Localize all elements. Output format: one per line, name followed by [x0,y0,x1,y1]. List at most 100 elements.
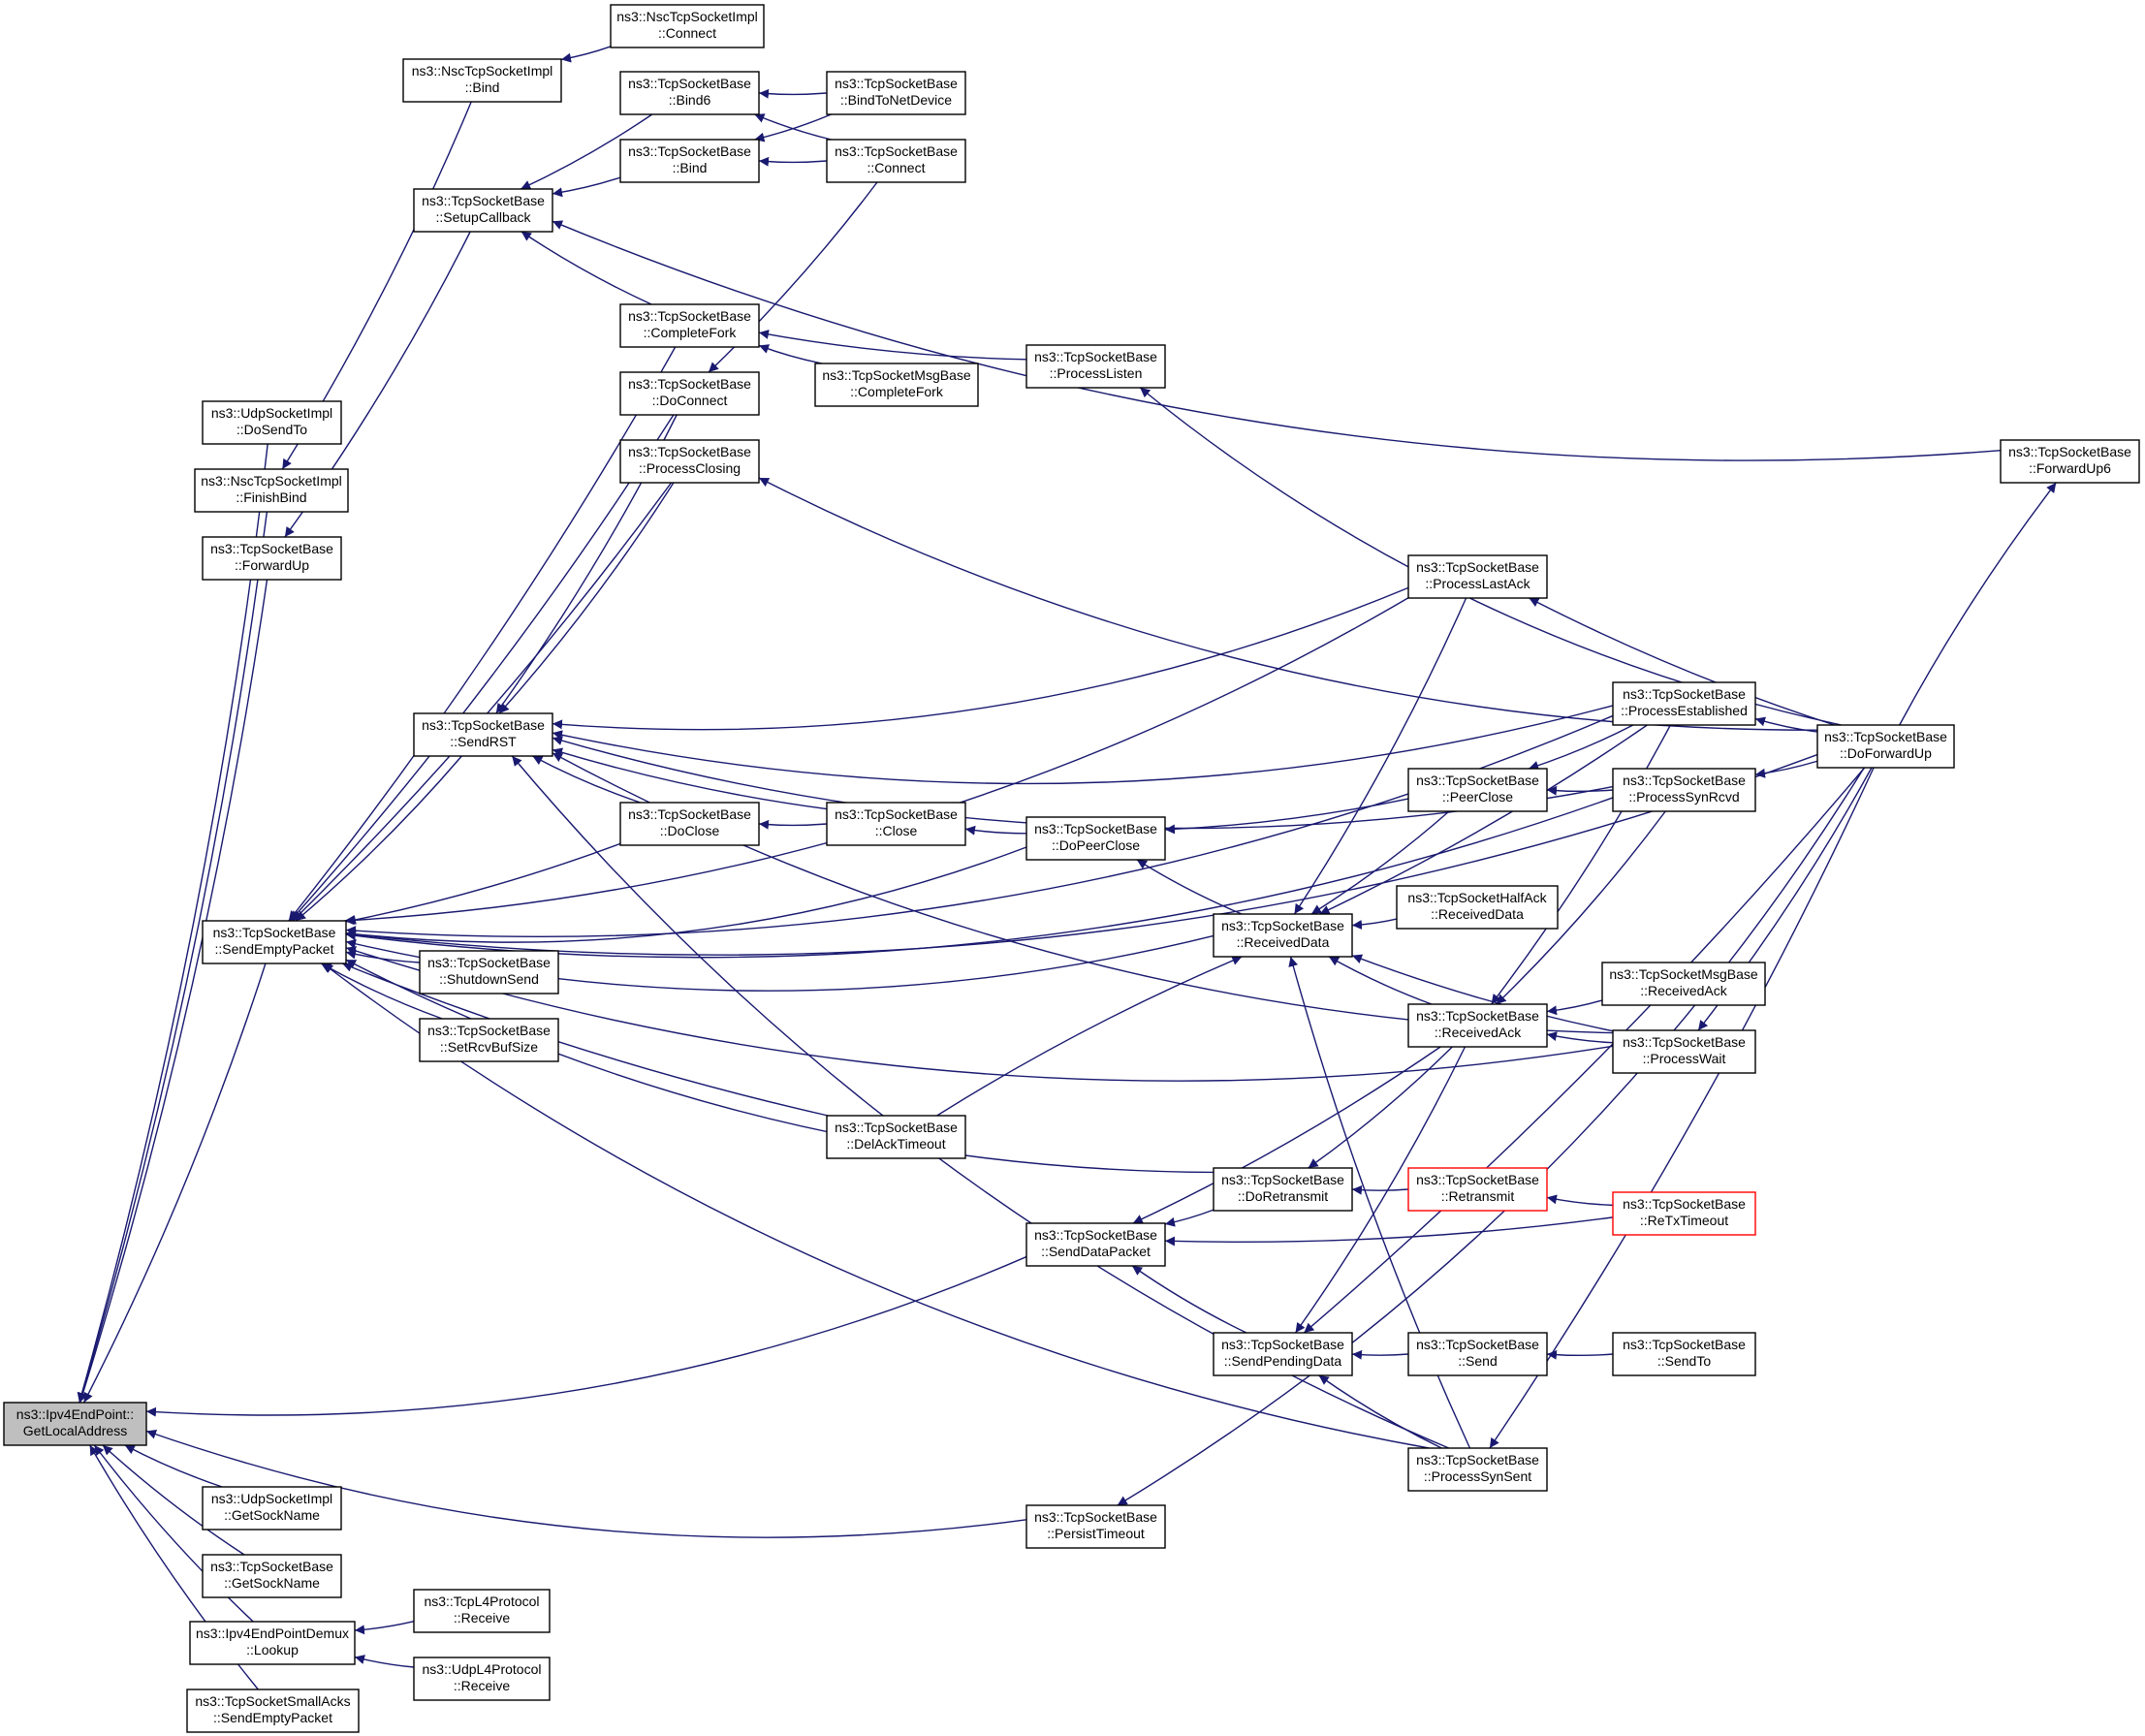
node-tcp_doconnect[interactable]: ns3::TcpSocketBase::DoConnect [619,371,760,416]
node-label-line: ns3::TcpSocketBase [1221,1337,1344,1352]
node-nsc_finishbind[interactable]: ns3::NscTcpSocketImpl::FinishBind [194,468,349,513]
node-smallacks_sendempty[interactable]: ns3::TcpSocketSmallAcks::SendEmptyPacket [186,1689,360,1733]
edge-tcp_bindtonetdev-to-tcp_bind [754,113,832,142]
node-tcp_processlastack[interactable]: ns3::TcpSocketBase::ProcessLastAck [1407,554,1548,599]
node-label-line: ::ProcessSynRcvd [1628,789,1739,805]
node-tcp_processsynrcvd[interactable]: ns3::TcpSocketBase::ProcessSynRcvd [1612,768,1756,812]
node-tcp_connect[interactable]: ns3::TcpSocketBase::Connect [826,139,966,183]
node-label-line: ns3::TcpSocketBase [1221,918,1344,933]
node-nsc_connect[interactable]: ns3::NscTcpSocketImpl::Connect [610,4,765,48]
edge-udp_getsockname-to-ep_getlocal [124,1444,223,1488]
node-tcp_processsynsent[interactable]: ns3::TcpSocketBase::ProcessSynSent [1407,1447,1548,1492]
node-label-line: ns3::UdpSocketImpl [211,405,332,421]
edge-tcp_doforwardup-to-tcp_processsynsent [1489,767,1875,1449]
edge-tcp_processclosing-to-tcp_sendempty [292,482,673,922]
node-tcp_doclose[interactable]: ns3::TcpSocketBase::DoClose [619,802,760,846]
node-label-line: ns3::TcpSocketBase [628,806,751,822]
node-box [826,71,966,115]
node-tcp_processlisten[interactable]: ns3::TcpSocketBase::ProcessListen [1025,344,1166,389]
node-msg_completefork[interactable]: ns3::TcpSocketMsgBase::CompleteFork [814,363,979,407]
node-tcp_sendrst[interactable]: ns3::TcpSocketBase::SendRST [413,712,553,757]
node-tcp_sendpending[interactable]: ns3::TcpSocketBase::SendPendingData [1213,1332,1353,1376]
node-tcp_close[interactable]: ns3::TcpSocketBase::Close [826,802,966,846]
edge-nsc_finishbind-to-ep_getlocal [78,511,268,1404]
node-tcp_setupcb[interactable]: ns3::TcpSocketBase::SetupCallback [413,188,553,233]
node-tcp_bind[interactable]: ns3::TcpSocketBase::Bind [619,139,760,183]
node-tcp_forwardup6[interactable]: ns3::TcpSocketBase::ForwardUp6 [2000,439,2140,484]
node-label-line: ns3::TcpSocketBase [1416,773,1539,788]
edge-tcp_doretransmit-to-tcp_senddata [1164,1209,1214,1227]
node-tcp_retxtimeout[interactable]: ns3::TcpSocketBase::ReTxTimeout [1612,1191,1756,1236]
node-label-line: ns3::NscTcpSocketImpl [412,63,553,79]
node-label-line: ns3::TcpSocketBase [1623,773,1746,788]
edge-tcp_dopeerclose-to-tcp_sendempty [345,846,1027,943]
node-tcp_persist[interactable]: ns3::TcpSocketBase::PersistTimeout [1025,1504,1166,1549]
node-label-line: ::ProcessWait [1643,1051,1726,1066]
node-label-line: ns3::TcpSocketBase [628,143,751,159]
node-halfack_receiveddata[interactable]: ns3::TcpSocketHalfAck::ReceivedData [1396,885,1559,930]
node-tcp_processclosing[interactable]: ns3::TcpSocketBase::ProcessClosing [619,439,760,484]
node-box [826,1115,966,1159]
node-tcp_delacktimeout[interactable]: ns3::TcpSocketBase::DelAckTimeout [826,1115,966,1159]
node-box [3,1402,147,1446]
node-tcp_sendto[interactable]: ns3::TcpSocketBase::SendTo [1612,1332,1756,1376]
node-tcp_sendempty[interactable]: ns3::TcpSocketBase::SendEmptyPacket [202,920,347,964]
edge-tcp_shutdownsend-to-tcp_sendempty [345,949,421,963]
node-tcp_processwait[interactable]: ns3::TcpSocketBase::ProcessWait [1612,1029,1756,1074]
node-tcpl4_receive[interactable]: ns3::TcpL4Protocol::Receive [413,1589,551,1633]
node-demux_lookup[interactable]: ns3::Ipv4EndPointDemux::Lookup [189,1621,356,1665]
node-tcp_bindtonetdev[interactable]: ns3::TcpSocketBase::BindToNetDevice [826,71,966,115]
node-tcp_forwardup[interactable]: ns3::TcpSocketBase::ForwardUp [202,536,342,581]
node-label-line: ns3::TcpSocketHalfAck [1407,890,1547,905]
node-msg_receivedack[interactable]: ns3::TcpSocketMsgBase::ReceivedAck [1601,962,1766,1006]
node-label-line: ns3::TcpSocketBase [628,376,751,392]
edge-tcpl4_receive-to-demux_lookup [354,1621,415,1635]
node-label-line: ::DelAckTimeout [846,1136,945,1152]
node-tcp_peerclose[interactable]: ns3::TcpSocketBase::PeerClose [1407,768,1548,812]
node-box [1025,1222,1166,1267]
node-box [1407,554,1548,599]
node-tcp_shutdownsend[interactable]: ns3::TcpSocketBase::ShutdownSend [419,950,559,994]
edge-tcp_close-to-tcp_sendrst [552,747,828,810]
node-label-line: ::CompleteFork [644,325,738,340]
node-tcp_dopeerclose[interactable]: ns3::TcpSocketBase::DoPeerClose [1025,816,1166,861]
node-tcp_bind6[interactable]: ns3::TcpSocketBase::Bind6 [619,71,760,115]
node-tcp_getsockname[interactable]: ns3::TcpSocketBase::GetSockName [202,1554,342,1598]
edge-tcp_completefork-to-tcp_setupcb [520,231,652,305]
node-label-line: ns3::Ipv4EndPointDemux [196,1626,349,1641]
node-tcp_doretransmit[interactable]: ns3::TcpSocketBase::DoRetransmit [1213,1167,1353,1212]
node-label-line: ns3::TcpSocketSmallAcks [195,1693,350,1709]
node-box [619,71,760,115]
edge-tcp_processsynrcvd-to-tcp_sendempty [345,797,1614,959]
node-udp_dosendto[interactable]: ns3::UdpSocketImpl::DoSendTo [202,400,342,445]
edge-tcp_processwait-to-tcp_sendempty [345,946,1614,1082]
node-tcp_processestab[interactable]: ns3::TcpSocketBase::ProcessEstablished [1612,681,1756,726]
node-tcp_completefork[interactable]: ns3::TcpSocketBase::CompleteFork [619,303,760,348]
edge-tcp_connect-to-tcp_bind [758,156,828,167]
edge-tcp_doforwardup-to-tcp_persist [1117,767,1865,1506]
edge-tcp_doconnect-to-tcp_sendempty [290,414,675,922]
edge-tcp_processestab-to-tcp_sendrst [552,705,1614,785]
edge-tcp_processestab-to-tcp_receiveddata [1319,724,1648,915]
node-nsc_bind[interactable]: ns3::NscTcpSocketImpl::Bind [402,58,562,103]
node-tcp_send[interactable]: ns3::TcpSocketBase::Send [1407,1332,1548,1376]
node-label-line: ns3::Ipv4EndPoint:: [16,1406,134,1422]
node-label-line: ::DoRetransmit [1238,1188,1328,1204]
node-label-line: ::PersistTimeout [1047,1526,1145,1541]
edge-tcp_receivedack-to-tcp_sendpending [1294,1046,1467,1334]
node-tcp_doforwardup[interactable]: ns3::TcpSocketBase::DoForwardUp [1816,724,1955,769]
node-tcp_receivedack[interactable]: ns3::TcpSocketBase::ReceivedAck [1407,1003,1548,1048]
node-label-line: ::SendDataPacket [1041,1244,1151,1259]
edge-tcp_processclosing-to-tcp_sendrst [498,482,675,714]
node-tcp_retransmit[interactable]: ns3::TcpSocketBase::Retransmit [1407,1167,1548,1212]
node-ep_getlocal[interactable]: ns3::Ipv4EndPoint::GetLocalAddress [3,1402,147,1446]
node-tcp_senddata[interactable]: ns3::TcpSocketBase::SendDataPacket [1025,1222,1166,1267]
node-box [402,58,562,103]
node-tcp_receiveddata[interactable]: ns3::TcpSocketBase::ReceivedData [1213,913,1353,958]
edge-tcp_forwardup-to-ep_getlocal [78,579,268,1404]
node-label-line: ::ProcessLastAck [1425,576,1530,591]
node-udpl4_receive[interactable]: ns3::UdpL4Protocol::Receive [413,1657,551,1701]
node-tcp_setrcvbuf[interactable]: ns3::TcpSocketBase::SetRcvBufSize [419,1018,559,1062]
node-label-line: ::Retransmit [1441,1188,1515,1204]
node-udp_getsockname[interactable]: ns3::UdpSocketImpl::GetSockName [202,1486,342,1531]
